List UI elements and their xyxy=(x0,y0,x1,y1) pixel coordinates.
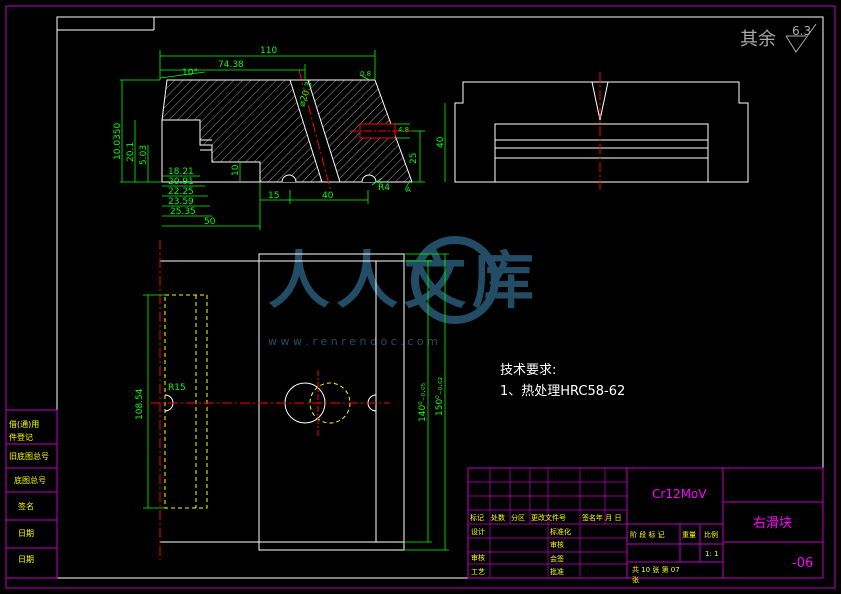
side-view-slot xyxy=(494,123,709,183)
dim-overall-width: 110 xyxy=(260,46,277,56)
top-view-body xyxy=(258,253,405,551)
strip-label-7: 日期 xyxy=(18,555,34,564)
title-material: Cr12MoV xyxy=(652,487,707,501)
inner-frame xyxy=(56,16,824,579)
dim-w-22-25: 22.25 xyxy=(168,187,194,197)
rev-h-5: 签名 xyxy=(582,513,596,522)
dim-small-right: 4.8 xyxy=(398,126,409,134)
tech-req-item-1: 1、热处理HRC58-62 xyxy=(500,384,625,399)
tech-req-title: 技术要求: xyxy=(500,363,556,378)
row-mid-3: 会签 xyxy=(550,554,564,563)
strip-label-4: 底图总号 xyxy=(14,475,46,485)
watermark: 人人文库 w w w . r e n r e n d o c . c o m xyxy=(268,236,540,348)
side-view: 40 xyxy=(436,72,749,190)
bottom-slot-left xyxy=(281,174,297,183)
row-left-1: 设计 xyxy=(471,527,485,536)
dim-left-height: 10.0350 xyxy=(113,123,123,160)
sheet-info: 共 10 张 第 07 xyxy=(632,565,680,574)
scale-header: 比例 xyxy=(704,530,718,539)
dim-angle: 10° xyxy=(182,68,198,78)
dim-w-40: 40 xyxy=(322,191,334,201)
dim-r15: R15 xyxy=(168,383,186,393)
bottom-slot-right xyxy=(361,174,377,183)
dim-h-20-1: 20.1 xyxy=(126,142,136,162)
dim-length-108-54: 108.54 xyxy=(135,388,145,420)
dim-small-top: 0.8 xyxy=(360,70,371,78)
strip-label-3: 旧底图总号 xyxy=(9,451,49,461)
dim-top-width: 74.38 xyxy=(218,60,244,70)
top-view-hidden-slot xyxy=(164,294,208,509)
left-strip: 借(通)用 件登记 旧底图总号 底图总号 签名 日期 日期 xyxy=(5,409,58,579)
angled-hole-axis xyxy=(298,69,332,193)
dim-len-140: 140⁰₋₀.₀₅ xyxy=(418,382,428,422)
side-view-outline xyxy=(454,81,749,183)
watermark-text: 人人文库 xyxy=(268,244,540,317)
dim-w-18-21: 18.21 xyxy=(168,167,194,177)
weight-header: 重量 xyxy=(682,531,696,539)
rev-h-6: 年 月 日 xyxy=(596,513,621,522)
sheet-suffix: 张 xyxy=(632,575,639,584)
strip-label-1: 借(通)用 xyxy=(9,419,39,429)
strip-label-2: 件登记 xyxy=(9,432,33,442)
dim-side-height: 40 xyxy=(436,136,446,148)
title-part-name: 右滑块 xyxy=(753,516,792,531)
front-view-hatched-body xyxy=(161,79,413,183)
row-mid-4: 批准 xyxy=(550,567,564,576)
watermark-url: w w w . r e n r e n d o c . c o m xyxy=(268,335,438,348)
top-view: 108.54 R15 140⁰₋₀.₀₅ 150⁰₋₀.₀₂ xyxy=(135,240,449,560)
row-left-3: 工艺 xyxy=(471,568,485,576)
rev-h-1: 标记 xyxy=(470,513,484,522)
dim-w-23-59: 23.59 xyxy=(168,197,194,207)
front-view: 110 74.38 10° 0.8 ⌀20.3 10.0350 20.1 5.0… xyxy=(113,46,425,230)
dim-w-25-35: 25.35 xyxy=(170,207,196,217)
rev-h-2: 处数 xyxy=(491,513,505,522)
dim-w-50: 50 xyxy=(204,217,216,227)
title-drawing-no: -06 xyxy=(792,556,813,571)
row-left-2: 审核 xyxy=(471,553,485,562)
outer-frame xyxy=(5,5,836,589)
row-mid-2: 审核 xyxy=(550,540,564,549)
scale-value: 1: 1 xyxy=(705,550,719,558)
dim-h-25: 25 xyxy=(409,153,419,164)
roughness-value: 6.3 xyxy=(792,24,811,38)
roughness-label: 其余 xyxy=(740,29,776,50)
rev-h-3: 分区 xyxy=(511,513,525,522)
dim-r4: R4 xyxy=(378,183,390,193)
dim-len-150: 150⁰₋₀.₀₂ xyxy=(435,376,445,416)
dim-w-20-91: 20.91 xyxy=(168,177,194,187)
strip-label-6: 日期 xyxy=(18,529,34,538)
dim-w-15: 15 xyxy=(268,191,279,201)
row-mid-1: 标准化 xyxy=(550,527,571,536)
roughness-icon xyxy=(785,23,817,53)
stage-header: 阶 段 标 记 xyxy=(630,530,665,539)
title-block: Cr12MoV 右滑块 -06 标记 处数 分区 更改文件号 签名 年 月 日 … xyxy=(467,467,824,584)
dim-angle-right: A xyxy=(406,186,411,194)
watermark-logo-icon xyxy=(411,236,499,324)
dim-step-10: 10 xyxy=(231,164,241,176)
rev-h-4: 更改文件号 xyxy=(531,513,566,522)
side-v-groove xyxy=(591,81,609,121)
dim-h-5-03: 5.03 xyxy=(139,145,149,165)
strip-label-5: 签名 xyxy=(18,501,34,511)
